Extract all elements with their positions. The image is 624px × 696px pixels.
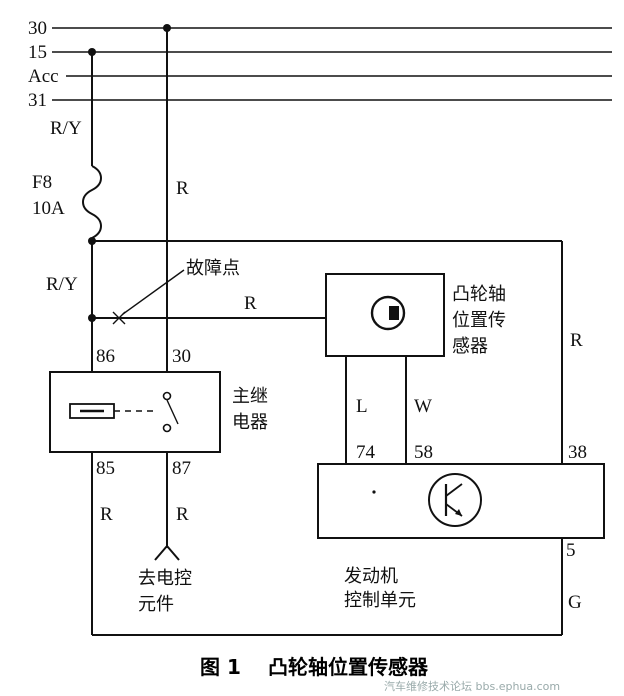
wire-label-ry-top: R/Y <box>50 118 82 139</box>
fuse-rating: 10A <box>32 198 65 219</box>
bus-label-15: 15 <box>28 42 47 63</box>
relay-pin-87: 87 <box>172 458 191 479</box>
to-ecu-parts-line1: 去电控 <box>138 568 192 589</box>
sensor-label-line1: 凸轮轴 <box>452 284 506 305</box>
wire-label-right: R <box>570 330 583 351</box>
wire-label-ground: G <box>568 592 582 613</box>
power-bus: 30 15 Acc 31 <box>28 18 612 111</box>
bus-label-30: 30 <box>28 18 47 39</box>
relay-box <box>49 371 221 453</box>
wire-label-87: R <box>176 504 189 525</box>
relay-pin-30: 30 <box>172 346 191 367</box>
ecu-label-line2: 控制单元 <box>344 590 416 611</box>
main-relay: 86 30 85 87 主继 电器 R R <box>49 346 268 525</box>
relay-label-line1: 主继 <box>232 386 268 407</box>
sensor-box <box>325 273 445 357</box>
fuse-f8 <box>82 165 102 239</box>
sensor-label-line3: 感器 <box>452 336 488 357</box>
arrow-to-ecu-parts <box>154 544 180 561</box>
fault-point-label: 故障点 <box>186 258 240 279</box>
wire-label-l: L <box>356 396 368 417</box>
right-wire: R G <box>92 240 583 635</box>
fuse-name: F8 <box>32 172 52 193</box>
figure-number: 图 1 <box>200 655 241 679</box>
ecu-pin-58: 58 <box>414 442 433 463</box>
ecu-pin-5: 5 <box>566 540 576 561</box>
bus-label-31: 31 <box>28 90 47 111</box>
sensor-feed-wire: 故障点 R <box>92 258 326 325</box>
engine-control-unit: 74 58 38 5 发动机 控制单元 <box>317 442 605 611</box>
transistor-icon <box>428 473 482 527</box>
sensor-icon <box>370 295 406 331</box>
relay-label-line2: 电器 <box>232 412 268 433</box>
watermark: 汽车维修技术论坛 bbs.ephua.com <box>384 679 560 693</box>
relay-pin-86: 86 <box>96 346 115 367</box>
relay-switch-icon <box>166 399 179 425</box>
ecu-box <box>317 463 605 539</box>
center-wire: R <box>154 24 189 561</box>
figure-title: 凸轮轴位置传感器 <box>268 655 429 679</box>
wire-label-85: R <box>100 504 113 525</box>
wire-label-w: W <box>414 396 432 417</box>
wire-label-center: R <box>176 178 189 199</box>
fault-leader-line <box>122 269 185 315</box>
to-ecu-parts-line2: 元件 <box>138 594 174 615</box>
ecu-label-line1: 发动机 <box>344 566 398 587</box>
sensor-label-line2: 位置传 <box>452 310 506 331</box>
wire-label-sensor-feed: R <box>244 293 257 314</box>
ecu-pin-74: 74 <box>356 442 376 463</box>
ecu-pin-38: 38 <box>568 442 587 463</box>
wire-label-ry-mid: R/Y <box>46 274 78 295</box>
left-wire: R/Y F8 10A R/Y <box>32 48 562 636</box>
bus-label-acc: Acc <box>28 66 59 87</box>
camshaft-sensor: 凸轮轴 位置传 感器 L W <box>325 273 506 464</box>
relay-pin-85: 85 <box>96 458 115 479</box>
